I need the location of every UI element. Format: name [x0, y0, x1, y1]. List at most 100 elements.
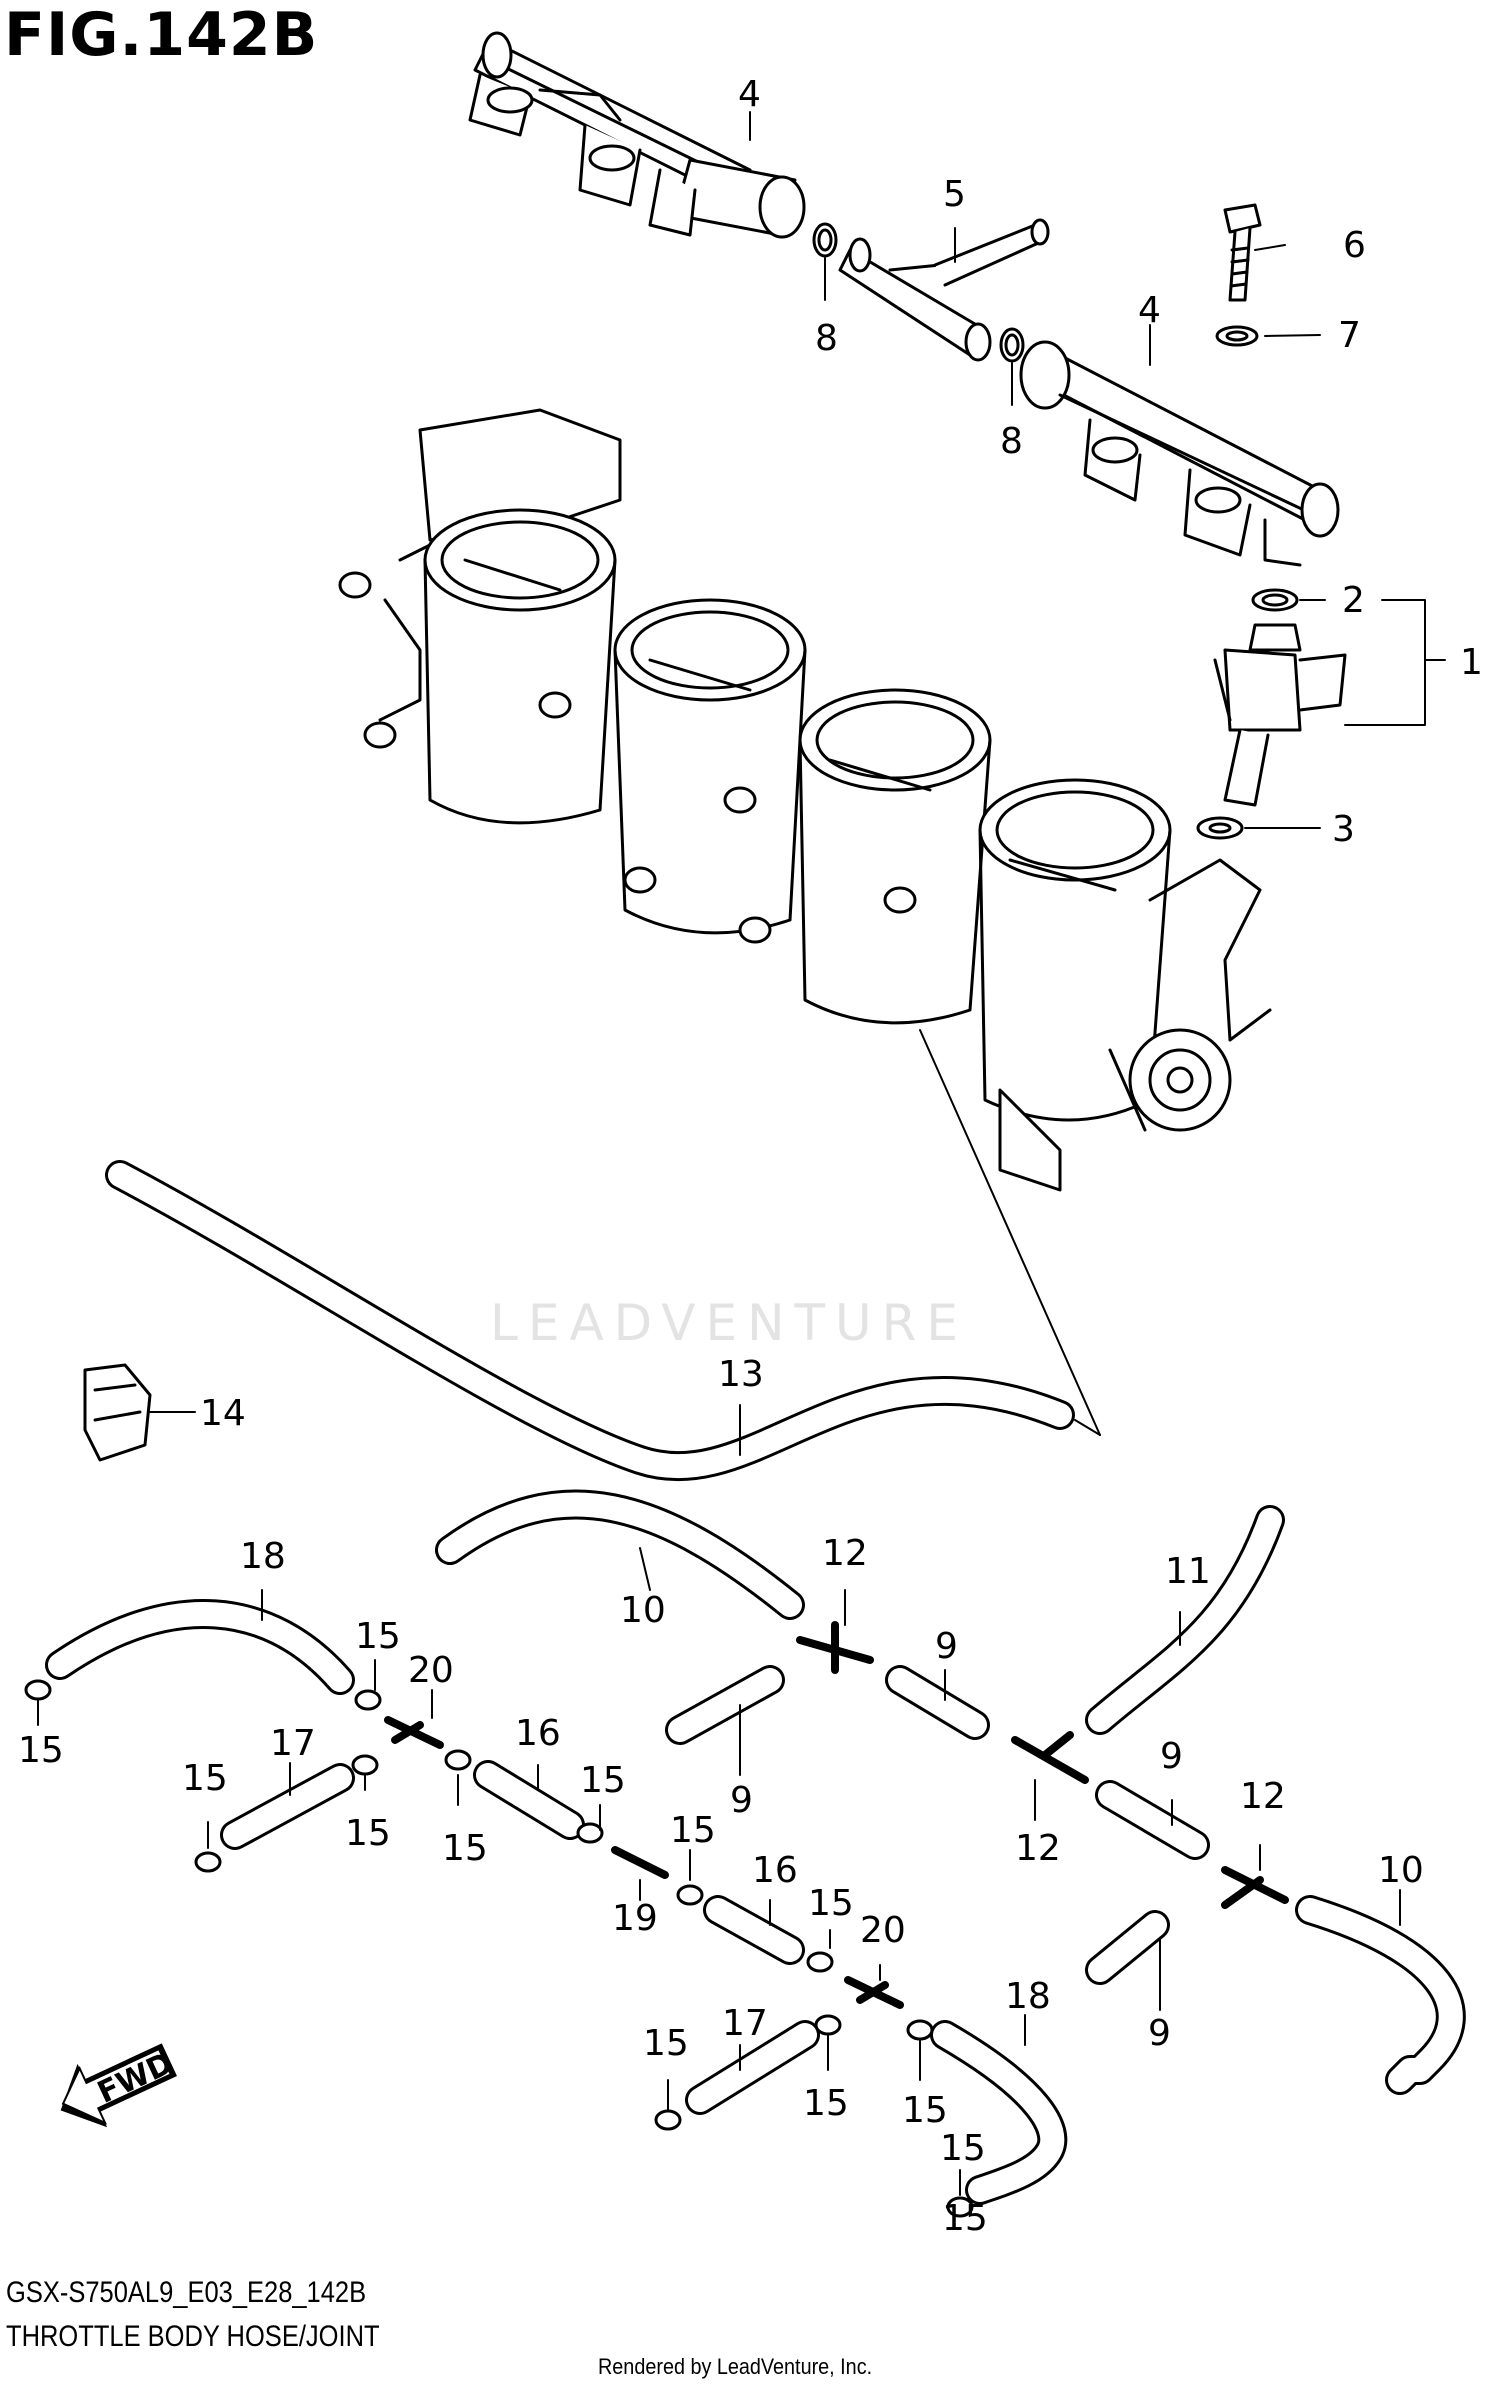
- clip-15-f: [194, 1851, 222, 1873]
- joint-20-a: [384, 1716, 444, 1749]
- callout-16-a: 16: [515, 1713, 561, 1754]
- joint-12-c: [1221, 1866, 1289, 1909]
- callout-9-b: 9: [730, 1780, 753, 1821]
- callout-17-a: 17: [270, 1723, 316, 1764]
- throttle-body-assembly: [338, 408, 1272, 1192]
- hose-17-b: [685, 2020, 820, 2115]
- clip-15-l: [946, 2196, 974, 2218]
- callout-15-k: 15: [902, 2090, 948, 2131]
- callout-14: 14: [200, 1393, 246, 1434]
- callout-11: 11: [1165, 1551, 1211, 1592]
- clip-15-e: [576, 1822, 604, 1844]
- callout-9-a: 9: [935, 1626, 958, 1667]
- o-ring-injector: [1251, 588, 1299, 612]
- o-ring-injector-inner: [1261, 593, 1289, 607]
- callout-15-j: 15: [803, 2083, 849, 2124]
- leader-throttle-body: [919, 1029, 1101, 1436]
- clip-15-i: [814, 2014, 842, 2036]
- fuel-rail-lower: [1019, 340, 1340, 567]
- clip-15-h: [806, 1951, 834, 1973]
- hose-9-a: [665, 1665, 785, 1745]
- callout-16-b: 16: [752, 1850, 798, 1891]
- hose-11: [1085, 1505, 1285, 1735]
- rendered-by: Rendered by LeadVenture, Inc.: [598, 2354, 873, 2379]
- callout-13: 13: [718, 1354, 764, 1395]
- leader-lines: [37, 111, 1446, 2196]
- callout-17-b: 17: [722, 2003, 768, 2044]
- callout-19: 19: [612, 1898, 658, 1939]
- clip-15-j: [906, 2019, 934, 2041]
- o-ring-upper-inner: [817, 228, 833, 252]
- clip-15-c: [351, 1754, 379, 1776]
- hose-9-c: [1095, 1780, 1210, 1860]
- hose-9-b: [885, 1665, 990, 1740]
- callout-9-d: 9: [1148, 2013, 1171, 2054]
- o-ring-upper: [812, 222, 838, 258]
- callout-12-a: 12: [822, 1533, 868, 1574]
- joint-19: [611, 1846, 669, 1879]
- callout-15-g: 15: [670, 1810, 716, 1851]
- callout-labels: 1 2 3 4 4 5 6 7 8 8 9 9 9 9 10 10 11 12 …: [18, 74, 1483, 2239]
- hose-18-upper: [45, 1599, 355, 1695]
- section-title: THROTTLE BODY HOSE/JOINT: [6, 2320, 380, 2353]
- washer: [1215, 325, 1259, 347]
- hose-16-a: [473, 1760, 585, 1840]
- callout-3: 3: [1332, 809, 1355, 850]
- joint-12-b: [1011, 1731, 1089, 1784]
- clip-15-b: [354, 1689, 382, 1711]
- callout-12-b: 12: [1015, 1828, 1061, 1869]
- callout-8-lower: 8: [1000, 421, 1023, 462]
- bolt: [1223, 203, 1262, 302]
- callout-15-e: 15: [442, 1828, 488, 1869]
- callout-15-m: 15: [942, 2198, 988, 2239]
- callout-12-c: 12: [1240, 1776, 1286, 1817]
- callout-8-upper: 8: [815, 318, 838, 359]
- callout-4-lower: 4: [1138, 290, 1161, 331]
- figure-title: FIG.142B: [4, 0, 319, 70]
- hose-13: [105, 1160, 1075, 1482]
- callout-20-b: 20: [860, 1910, 906, 1951]
- callout-9-c: 9: [1160, 1736, 1183, 1777]
- callout-15-l: 15: [940, 2128, 986, 2169]
- callout-6: 6: [1343, 225, 1366, 266]
- clamp-14: [83, 1363, 152, 1462]
- model-code: GSX-S750AL9_E03_E28_142B: [6, 2276, 367, 2309]
- callout-15-b: 15: [355, 1616, 401, 1657]
- joint-pipe: [838, 218, 1050, 362]
- clip-15-k: [654, 2109, 682, 2131]
- callout-18-lower: 18: [1005, 1976, 1051, 2017]
- fwd-label: FWD: [92, 2046, 178, 2111]
- o-ring-lower: [999, 327, 1025, 363]
- joint-12-a: [796, 1621, 874, 1674]
- cushion: [1196, 816, 1244, 840]
- callout-10-upper: 10: [620, 1590, 666, 1631]
- callout-15-f: 15: [580, 1760, 626, 1801]
- callout-18-upper: 18: [240, 1536, 286, 1577]
- callout-15-h: 15: [808, 1883, 854, 1924]
- hose-17-a: [220, 1763, 355, 1850]
- fwd-arrow: FWD: [60, 2043, 178, 2128]
- callout-5: 5: [943, 174, 966, 215]
- callout-2: 2: [1342, 580, 1365, 621]
- callout-15-a: 15: [18, 1730, 64, 1771]
- clip-15-a: [24, 1679, 52, 1701]
- hose-10-upper: [435, 1489, 805, 1620]
- clip-15-d: [444, 1749, 472, 1771]
- callout-15-d: 15: [345, 1813, 391, 1854]
- fuel-rail-upper: [468, 31, 806, 239]
- callout-7: 7: [1338, 315, 1361, 356]
- watermark: LEADVENTURE: [490, 1294, 968, 1352]
- o-ring-lower-inner: [1004, 333, 1020, 357]
- hose-16-b: [703, 1895, 805, 1965]
- cushion-hole: [1208, 822, 1232, 834]
- callout-1: 1: [1460, 642, 1483, 683]
- hose-9-d: [1085, 1910, 1170, 1985]
- joint-20-b: [844, 1976, 904, 2009]
- callout-20-a: 20: [408, 1650, 454, 1691]
- fuel-injector: [1213, 623, 1347, 807]
- callout-10-lower: 10: [1378, 1850, 1424, 1891]
- hose-18-lower: [930, 2020, 1068, 2205]
- hose-10-lower: [1295, 1895, 1466, 2095]
